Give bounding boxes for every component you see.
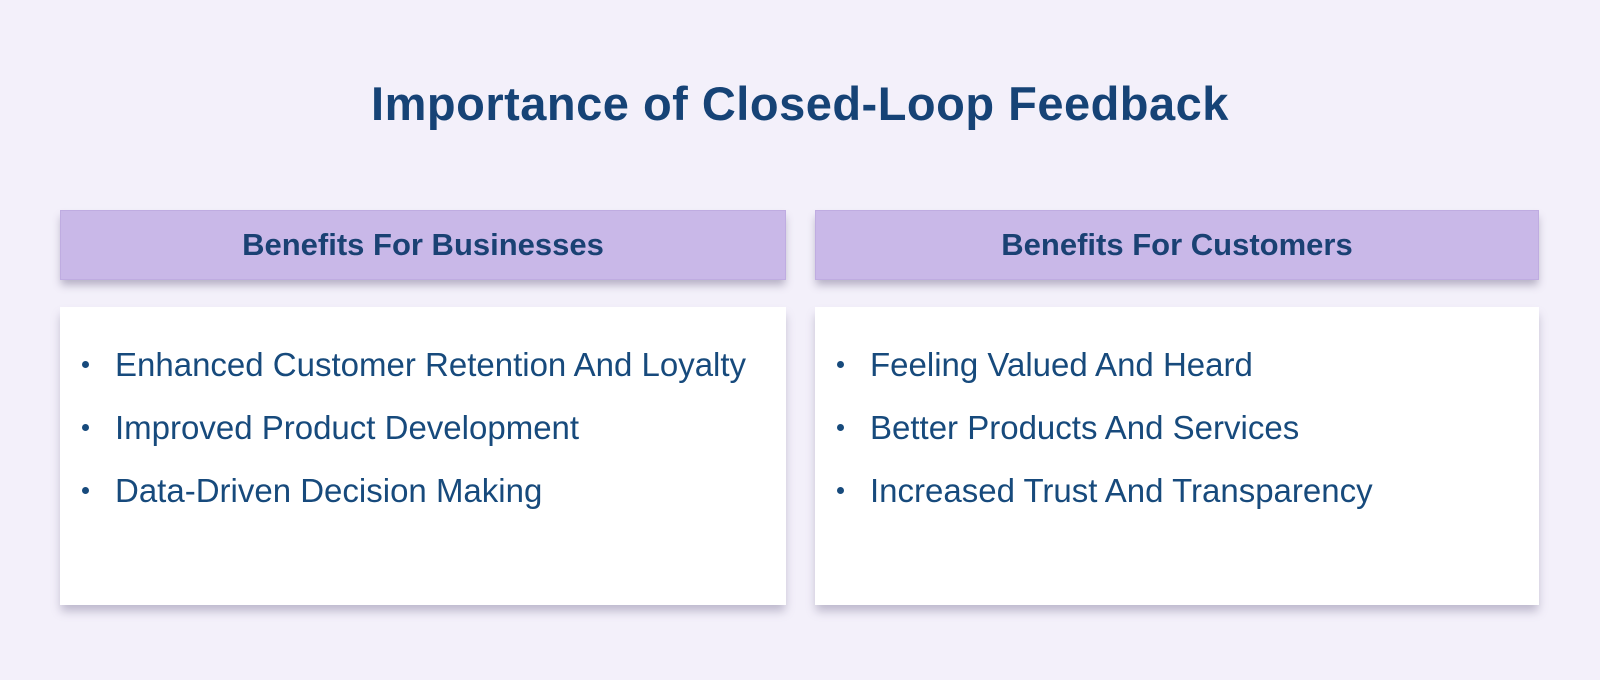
bullet-dot-icon: [837, 487, 844, 494]
list-item: Data-Driven Decision Making: [82, 468, 756, 513]
customers-card: Feeling Valued And Heard Better Products…: [815, 307, 1539, 605]
list-item-label: Better Products And Services: [870, 409, 1300, 446]
businesses-benefit-list: Enhanced Customer Retention And Loyalty …: [82, 342, 756, 513]
list-item-label: Data-Driven Decision Making: [115, 472, 543, 509]
list-item-label: Improved Product Development: [115, 409, 580, 446]
bullet-dot-icon: [837, 361, 844, 368]
businesses-header-label: Benefits For Businesses: [242, 227, 604, 262]
customers-header: Benefits For Customers: [815, 210, 1539, 280]
customers-column: Benefits For Customers Feeling Valued An…: [815, 210, 1539, 605]
bullet-dot-icon: [82, 361, 89, 368]
customers-benefit-list: Feeling Valued And Heard Better Products…: [837, 342, 1509, 513]
bullet-dot-icon: [82, 487, 89, 494]
page-title: Importance of Closed-Loop Feedback: [371, 77, 1229, 130]
bullet-dot-icon: [82, 424, 89, 431]
list-item: Increased Trust And Transparency: [837, 468, 1509, 513]
list-item-label: Increased Trust And Transparency: [870, 472, 1373, 509]
list-item-label: Enhanced Customer Retention And Loyalty: [115, 346, 747, 383]
businesses-card: Enhanced Customer Retention And Loyalty …: [60, 307, 786, 605]
bullet-dot-icon: [837, 424, 844, 431]
businesses-column: Benefits For Businesses Enhanced Custome…: [60, 210, 786, 605]
list-item-label: Feeling Valued And Heard: [870, 346, 1253, 383]
customers-header-label: Benefits For Customers: [1001, 227, 1353, 262]
list-item: Feeling Valued And Heard: [837, 342, 1509, 387]
list-item: Enhanced Customer Retention And Loyalty: [82, 342, 756, 387]
list-item: Improved Product Development: [82, 405, 756, 450]
list-item: Better Products And Services: [837, 405, 1509, 450]
businesses-header: Benefits For Businesses: [60, 210, 786, 280]
